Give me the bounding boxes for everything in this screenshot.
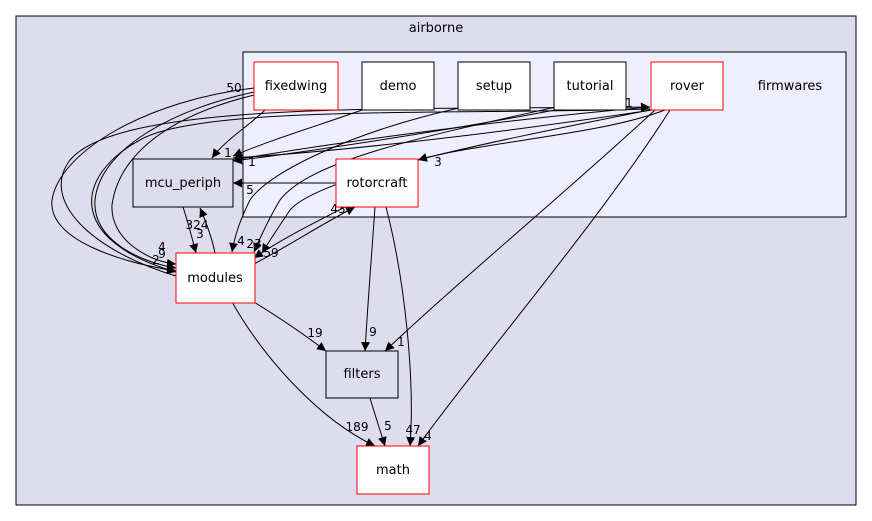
node-math-box — [356, 445, 430, 495]
edge-label-to-modules-d: 4 — [237, 234, 245, 248]
node-modules-box — [175, 252, 256, 304]
node-mcu-periph[interactable]: mcu_periph — [132, 158, 234, 208]
edge-modules-math — [231, 301, 376, 447]
edge-label-rotor-mcu: 5 — [246, 183, 254, 197]
edge-label-to-mcu-a: 1 — [224, 146, 232, 160]
node-setup-label: setup — [476, 79, 512, 94]
node-fixedwing[interactable]: fixedwing — [253, 61, 339, 111]
edge-fixedwing-mcu — [211, 109, 266, 159]
edge-label-rover-rotor: 3 — [434, 155, 442, 169]
node-mcu-periph-box — [132, 158, 234, 208]
node-filters-label: filters — [343, 367, 380, 382]
edge-demo-mcu — [232, 109, 363, 157]
edge-label-modules-math: 189 — [346, 420, 369, 434]
edge-labels: 50 1 1 5 1 3 43 59 324 3 4 9 2 4 23 19 9… — [152, 81, 633, 443]
edge-rover-filters — [384, 109, 656, 352]
node-setup[interactable]: setup — [457, 61, 531, 111]
node-math-label: math — [376, 463, 410, 478]
cluster-airborne-label: airborne — [409, 21, 463, 36]
edge-rotorcraft-filters — [361, 206, 376, 352]
edge-rotorcraft-math — [385, 206, 416, 447]
cluster-firmwares-label: firmwares — [758, 79, 823, 94]
node-demo[interactable]: demo — [361, 61, 435, 111]
edge-setup-modules — [229, 107, 460, 253]
edge-fixedwing-modules-b — [94, 91, 255, 271]
node-tutorial[interactable]: tutorial — [553, 61, 627, 111]
edge-label-rotor-math: 47 — [405, 423, 420, 437]
node-math[interactable]: math — [356, 445, 430, 495]
node-rover[interactable]: rover — [650, 61, 724, 111]
edges — [51, 87, 671, 447]
edge-mcu-rover — [232, 103, 651, 161]
edge-rover-math — [417, 109, 671, 447]
edge-rover-rotorcraft — [417, 109, 666, 162]
edge-modules-rotorcraft — [253, 206, 356, 265]
edge-rover-mcu — [232, 109, 653, 162]
node-rover-box — [650, 61, 724, 111]
edge-label-to-modules-e: 23 — [246, 237, 261, 251]
edge-label-to-modules-b: 9 — [158, 247, 166, 261]
edge-label-rover-math: 4 — [424, 429, 432, 443]
edge-modules-filters — [253, 301, 327, 352]
edge-loop-modules-c — [111, 94, 255, 268]
node-rover-label: rover — [670, 79, 705, 94]
node-mcu-periph-label: mcu_periph — [145, 176, 221, 191]
edge-label-filters-math: 5 — [384, 419, 392, 433]
node-rotorcraft[interactable]: rotorcraft — [335, 158, 419, 208]
node-demo-label: demo — [380, 79, 417, 94]
edge-label-rover-filters: 1 — [397, 335, 405, 349]
node-filters-box — [325, 350, 399, 399]
edge-label-rotor-filters: 9 — [369, 325, 377, 339]
edge-label-fixedwing-modules: 50 — [226, 81, 241, 95]
edge-label-modules-filters: 19 — [307, 326, 322, 340]
edge-tutorial-mcu — [232, 109, 556, 165]
edge-rotorcraft-modules — [253, 206, 346, 259]
node-rotorcraft-label: rotorcraft — [346, 176, 407, 191]
node-tutorial-label: tutorial — [567, 79, 614, 94]
edge-label-to-rover: 1 — [625, 96, 633, 110]
edge-mcu-modules — [182, 206, 199, 254]
edge-modules-mcu — [199, 207, 216, 254]
node-modules[interactable]: modules — [175, 252, 256, 304]
edge-filters-math — [369, 397, 387, 447]
edge-label-mcu-modules: 324 — [186, 218, 209, 232]
node-filters[interactable]: filters — [325, 350, 399, 399]
node-setup-box — [457, 61, 531, 111]
edge-label-modules-rotor: 59 — [263, 246, 278, 260]
node-fixedwing-label: fixedwing — [265, 79, 327, 94]
edge-label-to-modules-c: 2 — [152, 253, 160, 267]
node-rotorcraft-box — [335, 158, 419, 208]
node-tutorial-box — [553, 61, 627, 111]
node-fixedwing-box — [253, 61, 339, 111]
edge-fixedwing-modules — [51, 87, 255, 275]
node-modules-label: modules — [187, 271, 243, 286]
edge-label-modules-mcu: 3 — [196, 227, 204, 241]
node-demo-box — [361, 61, 435, 111]
edge-loop-modules-d — [91, 108, 651, 274]
edge-label-to-mcu-b: 1 — [248, 155, 256, 169]
edge-label-to-modules-a: 4 — [158, 240, 166, 254]
